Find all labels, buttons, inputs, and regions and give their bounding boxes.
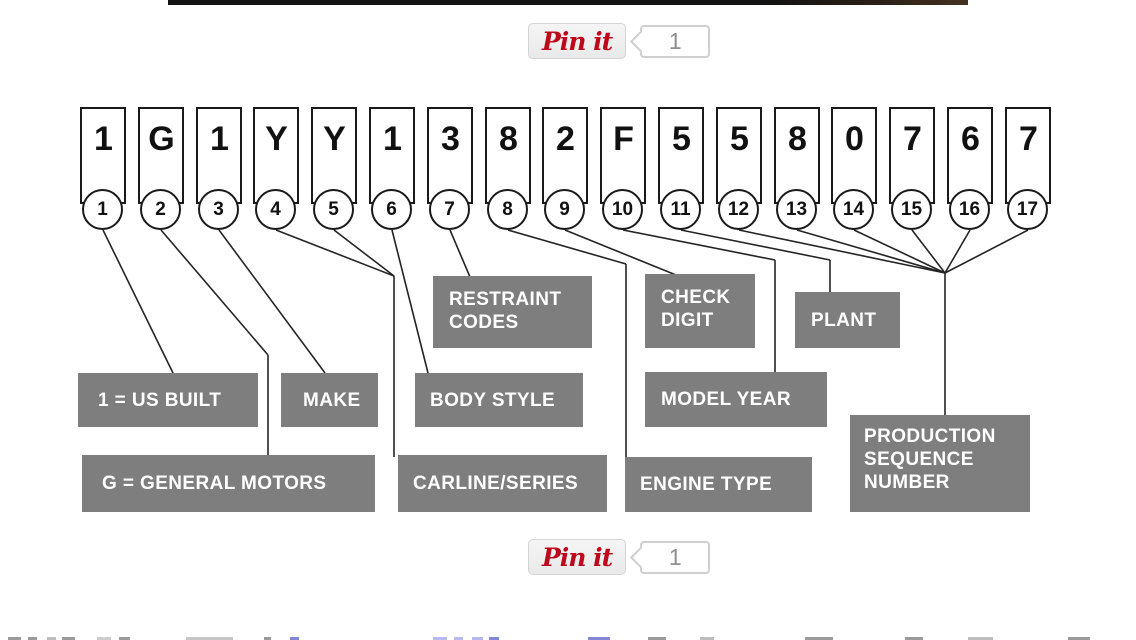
pin-widget-top: Pin it 1 [528, 23, 711, 59]
caption-fragment [433, 637, 447, 640]
vin-character: 0 [845, 120, 864, 158]
caption-fragment [97, 637, 111, 640]
label-model-year: MODEL YEAR [645, 372, 827, 427]
vin-character: 8 [499, 120, 518, 158]
vin-cell: Y [253, 107, 299, 204]
pin-count-value: 1 [668, 28, 682, 54]
connector-lines [102, 229, 1029, 459]
caption-fragment [28, 637, 37, 640]
vin-character: 6 [961, 120, 980, 158]
label-general-motors: G = GENERAL MOTORS [82, 455, 375, 512]
vin-position-circle: 9 [544, 189, 585, 230]
caption-fragment [62, 637, 75, 640]
caption-fragment [489, 637, 499, 640]
label-make: MAKE [281, 373, 378, 427]
label-body-style: BODY STYLE [415, 373, 583, 427]
label-check-digit: CHECK DIGIT [645, 274, 755, 348]
label-production-sequence-number: PRODUCTION SEQUENCE NUMBER [850, 415, 1030, 512]
vin-position-circle: 5 [313, 189, 354, 230]
pin-it-button[interactable]: Pin it [528, 23, 627, 59]
vin-character: 7 [1019, 120, 1038, 158]
label-us-built: 1 = US BUILT [78, 373, 258, 427]
vin-cell: 1 [369, 107, 415, 204]
vin-cell: 6 [947, 107, 993, 204]
vin-cell: 1 [80, 107, 126, 204]
vin-cell: 1 [196, 107, 242, 204]
vin-cell: 0 [831, 107, 877, 204]
vin-position-circle: 16 [949, 189, 990, 230]
vin-position-circle: 6 [371, 189, 412, 230]
caption-fragment [454, 637, 463, 640]
vin-cell: 8 [774, 107, 820, 204]
vin-character: 5 [730, 120, 749, 158]
pin-widget-bottom: Pin it 1 [528, 539, 711, 575]
vin-cell: 7 [889, 107, 935, 204]
pin-it-button[interactable]: Pin it [528, 539, 627, 575]
caption-fragment [905, 637, 923, 640]
vin-position-circle: 12 [718, 189, 759, 230]
pinterest-logo-text: Pin it [542, 26, 613, 56]
caption-fragment [472, 637, 483, 640]
caption-fragment [700, 637, 714, 640]
vin-character: 8 [788, 120, 807, 158]
caption-fragment [186, 637, 233, 640]
vin-character: 1 [383, 120, 402, 158]
caption-fragment [805, 637, 833, 640]
vin-character: 1 [94, 120, 113, 158]
caption-fragment [290, 637, 299, 640]
caption-fragment [648, 637, 666, 640]
cropped-image-top-edge [168, 0, 968, 5]
vin-character: 3 [441, 120, 460, 158]
vin-position-circle: 13 [776, 189, 817, 230]
label-plant: PLANT [795, 292, 900, 348]
caption-fragment [588, 637, 610, 640]
vin-cell: G [138, 107, 184, 204]
vin-position-circle: 3 [198, 189, 239, 230]
vin-cell: 7 [1005, 107, 1051, 204]
vin-character: 1 [210, 120, 229, 158]
vin-cell: 5 [658, 107, 704, 204]
label-carline-series: CARLINE/SERIES [398, 455, 607, 512]
label-engine-type: ENGINE TYPE [625, 457, 812, 512]
vin-position-circle: 1 [82, 189, 123, 230]
vin-position-circle: 17 [1007, 189, 1048, 230]
vin-character: Y [323, 120, 346, 158]
cut-off-caption-text [0, 636, 1136, 640]
vin-character: G [148, 120, 174, 158]
pin-count-badge[interactable]: 1 [630, 541, 711, 574]
caption-fragment [1068, 637, 1090, 640]
vin-cell: 5 [716, 107, 762, 204]
vin-position-circle: 10 [602, 189, 643, 230]
count-bubble-arrow [630, 546, 652, 569]
caption-fragment [119, 637, 130, 640]
vin-position-circle: 4 [255, 189, 296, 230]
vin-character: 5 [672, 120, 691, 158]
caption-fragment [8, 637, 21, 640]
vin-position-circle: 7 [429, 189, 470, 230]
label-restraint-codes: RESTRAINT CODES [433, 276, 592, 348]
caption-fragment [47, 637, 56, 640]
pinterest-logo-text: Pin it [542, 542, 613, 572]
vin-cell: Y [311, 107, 357, 204]
vin-cell: 3 [427, 107, 473, 204]
caption-fragment [264, 637, 271, 640]
pin-count-value: 1 [668, 544, 682, 570]
pin-count-badge[interactable]: 1 [630, 25, 711, 58]
vin-character: F [613, 120, 634, 158]
vin-position-circle: 14 [833, 189, 874, 230]
caption-fragment [968, 637, 993, 640]
vin-position-circle: 11 [660, 189, 701, 230]
vin-position-circle: 8 [487, 189, 528, 230]
vin-position-circle: 2 [140, 189, 181, 230]
vin-cell: 2 [542, 107, 588, 204]
vin-character: 7 [903, 120, 922, 158]
vin-cell: 8 [485, 107, 531, 204]
vin-character: Y [265, 120, 288, 158]
vin-character: 2 [556, 120, 575, 158]
vin-position-circle: 15 [891, 189, 932, 230]
